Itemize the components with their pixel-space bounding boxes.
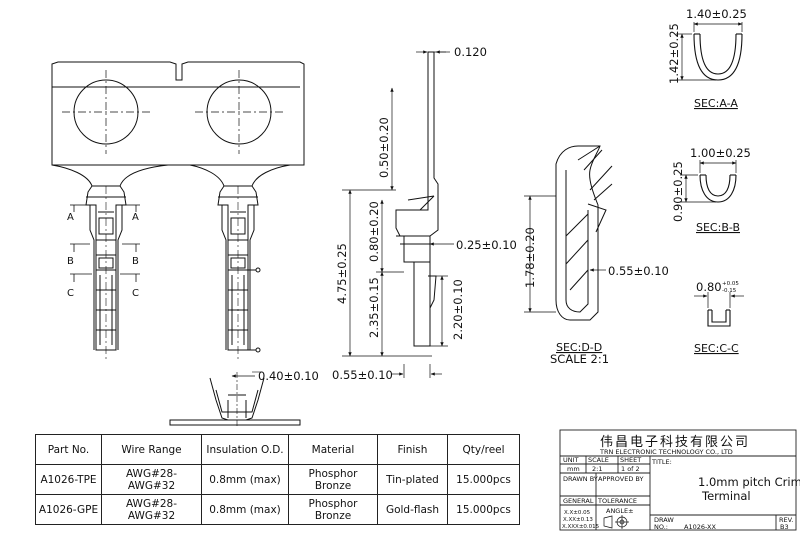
bom-cell: Phosphor Bronze xyxy=(288,464,378,495)
sec-d-dims xyxy=(524,195,606,313)
sec-a-dims xyxy=(676,22,743,81)
secc-tol-minus: -0.15 xyxy=(722,288,737,294)
cut-label-c-left: C xyxy=(67,288,74,299)
bom-cell: AWG#28-AWG#32 xyxy=(101,494,202,525)
no-label: NO.: xyxy=(654,523,668,531)
approved-by-label: APPROVED BY xyxy=(598,475,644,483)
sec-b-dims xyxy=(680,160,737,203)
bom-cell: A1026-GPE xyxy=(35,494,102,525)
tolerance-label: TOLERANCE xyxy=(597,497,637,505)
bom-cell: 15.000pcs xyxy=(447,494,520,525)
side-view-dims xyxy=(342,50,454,378)
seca-width-dim: 1.40±0.25 xyxy=(686,7,747,21)
sec-a-drawing xyxy=(693,33,743,81)
terminal-top-view-1 xyxy=(51,164,169,360)
bom-cell: Gold-flash xyxy=(377,494,448,525)
bom-header-row: Part No. Wire Range Insulation O.D. Mate… xyxy=(35,434,520,465)
cut-label-b-left: B xyxy=(67,256,74,267)
bom-header: Material xyxy=(288,434,378,465)
tolerance-3: X.XXX±0.015 xyxy=(562,524,600,530)
drawn-by-label: DRAWN BY xyxy=(563,475,598,483)
title-block xyxy=(559,429,797,531)
company-name-en: TRN ELECTRONIC TECHNOLOGY CO., LTD xyxy=(599,448,733,456)
title-label: TITLE: xyxy=(651,458,672,466)
rev-value: B3 xyxy=(780,523,789,531)
scale-value: 2:1 xyxy=(592,465,602,473)
pin-length-dim: 2.20±0.10 xyxy=(451,279,465,340)
sec-d-scale: SCALE 2:1 xyxy=(550,352,609,366)
sheet-value: 1 of 2 xyxy=(621,465,640,473)
secb-width-dim: 1.00±0.25 xyxy=(690,146,751,160)
bom-table: Part No. Wire Range Insulation O.D. Mate… xyxy=(35,434,520,525)
terminal-top-view-2 xyxy=(189,164,291,360)
bom-header: Insulation O.D. xyxy=(201,434,289,465)
title-line-2: Terminal xyxy=(701,489,751,503)
sec-c-dims xyxy=(694,292,744,308)
secc-tol-plus: +0.05 xyxy=(722,281,739,287)
bom-header: Part No. xyxy=(35,434,102,465)
thickness-dim: 0.120 xyxy=(454,45,487,59)
width-bottom-dim: 0.55±0.10 xyxy=(332,368,393,382)
bom-header: Wire Range xyxy=(101,434,202,465)
mid-height-dim: 0.80±0.20 xyxy=(367,201,381,262)
cut-label-a-left: A xyxy=(67,212,74,223)
draw-label: DRAW xyxy=(654,516,674,524)
sec-c-label: SEC:C-C xyxy=(694,342,739,355)
cut-label-a-right: A xyxy=(132,212,139,223)
total-length-dim: 4.75±0.25 xyxy=(335,243,349,304)
bom-cell: 0.8mm (max) xyxy=(201,494,289,525)
end-view xyxy=(169,371,301,428)
company-name-cn: 伟昌电子科技有限公司 xyxy=(600,435,750,450)
sec-a-label: SEC:A-A xyxy=(694,97,738,110)
secd-width-dim: 0.55±0.10 xyxy=(608,264,669,278)
rev-label: REV. xyxy=(779,516,793,524)
unit-label: UNIT xyxy=(563,456,579,464)
bom-row: A1026-GPE AWG#28-AWG#32 0.8mm (max) Phos… xyxy=(35,494,520,525)
lower-height-dim: 2.35±0.15 xyxy=(367,277,381,338)
title-line-1: 1.0mm pitch Crimp xyxy=(698,475,800,489)
projection-symbol-icon xyxy=(603,515,629,529)
secb-height-dim: 0.90±0.25 xyxy=(671,161,685,222)
bom-header: Finish xyxy=(377,434,448,465)
sec-d-drawing xyxy=(555,145,613,321)
cut-label-b-right: B xyxy=(132,256,139,267)
sec-d-label: SEC:D-D xyxy=(556,341,602,354)
bom-cell: 0.8mm (max) xyxy=(201,464,289,495)
bom-row: A1026-TPE AWG#28-AWG#32 0.8mm (max) Phos… xyxy=(35,464,520,495)
tolerance-1: X.X±0.05 xyxy=(564,510,591,516)
seca-height-dim: 1.42±0.25 xyxy=(667,23,681,84)
sec-b-label: SEC:B-B xyxy=(696,221,740,234)
bom-header: Qty/reel xyxy=(447,434,520,465)
width-dim-1: 0.25±0.10 xyxy=(456,238,517,252)
side-view xyxy=(395,51,439,347)
pin-width-dim: 0.40±0.10 xyxy=(258,369,319,383)
section-markers xyxy=(70,204,140,282)
bom-cell: 15.000pcs xyxy=(447,464,520,495)
sheet-label: SHEET xyxy=(620,456,641,464)
draw-number: A1026-XX xyxy=(684,523,716,531)
bom-cell: A1026-TPE xyxy=(35,464,102,495)
secd-height-dim: 1.78±0.20 xyxy=(523,227,537,288)
bom-cell: AWG#28-AWG#32 xyxy=(101,464,202,495)
unit-value: mm xyxy=(567,465,580,473)
bom-cell: Phosphor Bronze xyxy=(288,494,378,525)
angle-label: ANGLE± xyxy=(606,507,634,515)
scale-label: SCALE xyxy=(588,456,609,464)
top-view-strip xyxy=(51,61,305,166)
bom-cell: Tin-plated xyxy=(377,464,448,495)
cut-label-c-right: C xyxy=(132,288,139,299)
secc-width-dim: 0.80 xyxy=(696,280,722,294)
sec-c-drawing xyxy=(707,309,731,327)
general-label: GENERAL xyxy=(563,497,594,505)
sec-b-drawing xyxy=(699,174,737,203)
top-height-dim: 0.50±0.20 xyxy=(377,117,391,178)
tolerance-2: X.XX±0.13 xyxy=(563,517,593,523)
